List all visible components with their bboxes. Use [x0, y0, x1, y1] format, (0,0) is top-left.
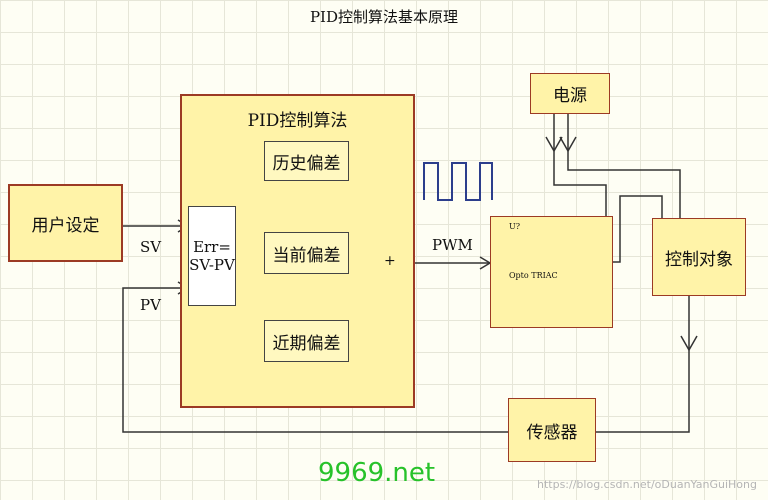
wire-object-sensor	[596, 296, 690, 433]
proportional-label: 历史偏差	[272, 153, 341, 174]
diagram-title: PID控制算法基本原理	[309, 8, 459, 26]
triac-ref: U?	[509, 222, 521, 231]
wire-feedback	[122, 287, 508, 433]
summer-sign: +	[384, 253, 396, 269]
watermark-site: 9969.net	[318, 458, 436, 488]
wire-power-object	[567, 114, 681, 218]
power-box: 电源	[530, 73, 610, 114]
error-line1: Err=	[193, 238, 231, 256]
pwm-label: PWM	[432, 236, 473, 254]
watermark-url: https://blog.csdn.net/oDuanYanGuiHong	[537, 478, 757, 491]
opto-triac-box	[490, 216, 613, 328]
proportional-box: 历史偏差	[264, 141, 349, 181]
pid-block-title: PID控制算法	[247, 111, 348, 131]
sv-label: SV	[140, 238, 162, 256]
integral-label: 当前偏差	[272, 245, 341, 266]
pv-label: PV	[140, 296, 161, 314]
sensor-label: 传感器	[526, 422, 578, 443]
setpoint-label: 用户设定	[31, 215, 100, 236]
controlled-object-box: 控制对象	[652, 218, 746, 296]
triac-label: Opto TRIAC	[509, 271, 558, 280]
derivative-box: 近期偏差	[264, 320, 349, 362]
error-box: Err= SV-PV	[188, 206, 236, 306]
controlled-object-label: 控制对象	[665, 249, 733, 270]
pwm-waveform	[423, 162, 493, 201]
setpoint-box: 用户设定	[8, 184, 123, 262]
power-label: 电源	[553, 86, 587, 106]
error-line2: SV-PV	[189, 256, 235, 274]
integral-box: 当前偏差	[264, 232, 349, 274]
sensor-box: 传感器	[508, 398, 596, 462]
derivative-label: 近期偏差	[272, 333, 341, 354]
